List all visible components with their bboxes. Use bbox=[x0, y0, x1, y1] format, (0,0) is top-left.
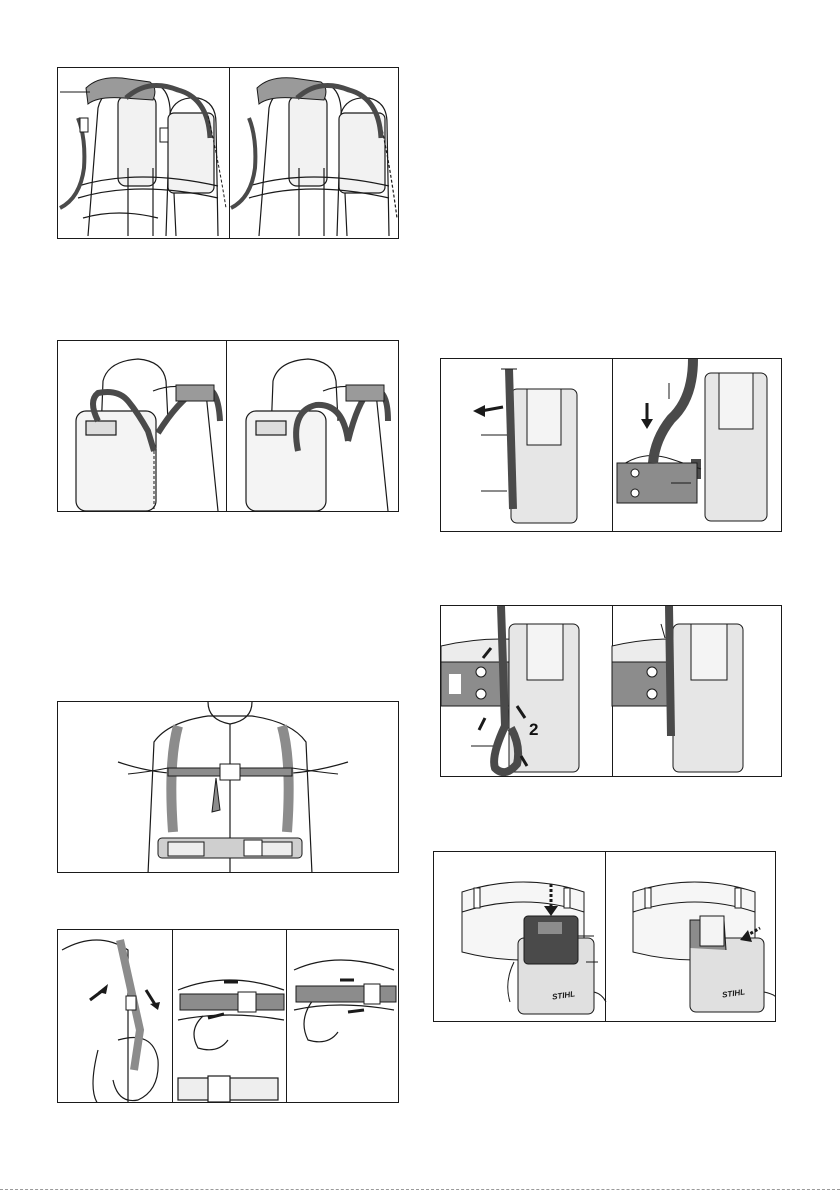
figure-belt-pouch-strap bbox=[440, 358, 782, 532]
figure-backpack-cable-hooks bbox=[57, 340, 399, 512]
figure-strap-adjustment bbox=[57, 929, 399, 1103]
figure-backpack-cable-routing bbox=[57, 67, 399, 239]
backpack-cable-illustration bbox=[58, 68, 399, 239]
page-bottom-rule bbox=[0, 1189, 840, 1190]
callout-number: 2 bbox=[529, 720, 538, 740]
harness-worn-illustration bbox=[58, 702, 399, 873]
backpack-hooks-illustration bbox=[58, 341, 399, 512]
figure-battery-pouch: STIHL STIHL bbox=[433, 851, 776, 1022]
strap-adjustment-illustration bbox=[58, 930, 399, 1103]
figure-belt-pouch-mounting: 2 bbox=[440, 605, 782, 777]
figure-harness-worn bbox=[57, 701, 399, 873]
belt-pouch-strap-illustration bbox=[441, 359, 782, 532]
belt-pouch-mounting-illustration bbox=[441, 606, 782, 777]
